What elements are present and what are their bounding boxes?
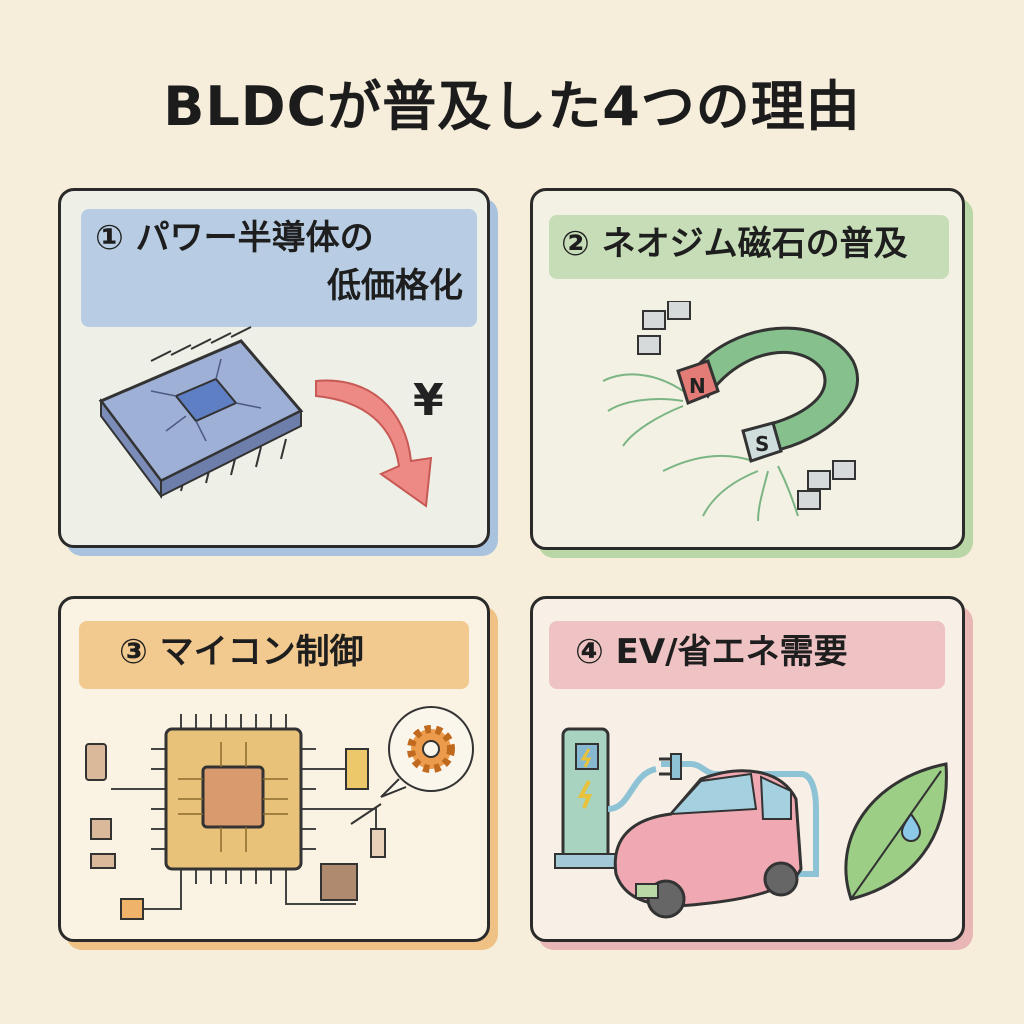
panel-neodymium-magnet: ② ネオジム磁石の普及 N S: [530, 188, 965, 550]
number-badge: ②: [561, 224, 590, 264]
ev-charging-illustration: [554, 727, 948, 919]
yen-symbol: ¥: [413, 375, 444, 426]
number-badge: ③: [119, 632, 148, 672]
north-pole-label: N: [689, 374, 706, 398]
number-badge: ④: [575, 632, 604, 672]
panel-ev-energy-saving: ④ EV/省エネ需要: [530, 596, 965, 942]
chip-illustration: [98, 326, 304, 499]
panel-2-label: ② ネオジム磁石の普及: [549, 215, 949, 279]
panel-microcontroller: ③ マイコン制御: [58, 596, 490, 942]
label-line-2: 低価格化: [327, 265, 463, 306]
panel-3-label: ③ マイコン制御: [79, 621, 469, 689]
label-text: EV/省エネ需要: [615, 632, 848, 672]
label-text: ネオジム磁石の普及: [601, 224, 908, 264]
south-pole-label: S: [755, 432, 769, 456]
label-line-1: パワー半導体の: [135, 218, 374, 258]
panel-power-semiconductor: ① パワー半導体の 低価格化 ¥: [58, 188, 490, 548]
microcontroller-circuit-illustration: [85, 706, 474, 920]
page-title: BLDCが普及した4つの理由: [163, 75, 861, 138]
panel-1-label: ① パワー半導体の 低価格化: [81, 209, 477, 327]
number-badge: ①: [95, 218, 124, 258]
price-down-arrow-icon: [315, 379, 433, 508]
horseshoe-magnet-illustration: N S: [602, 301, 860, 521]
label-text: マイコン制御: [159, 632, 364, 672]
panel-4-label: ④ EV/省エネ需要: [549, 621, 945, 689]
